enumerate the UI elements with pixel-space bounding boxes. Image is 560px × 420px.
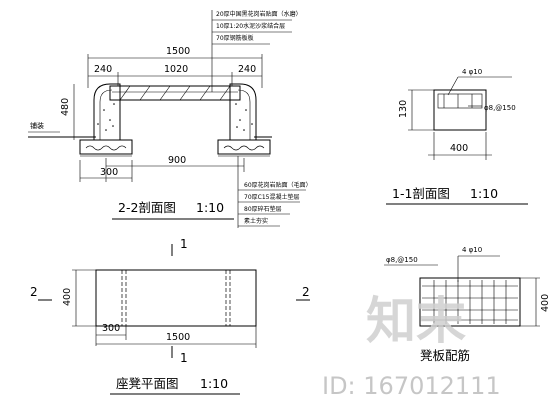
bench-plan: 1 1 2 2 400 300 1500 座凳平面图 1:10 [30, 237, 310, 395]
section11-label-right: φ8,@150 [484, 104, 516, 112]
section-marker-top: 1 [180, 237, 188, 251]
section-marker-right: 2 [302, 285, 310, 299]
section22-bottom-note-4: 素土夯实 [244, 217, 268, 225]
bench-leg-left [93, 83, 121, 141]
hatch [179, 85, 191, 101]
bench-top-slab [109, 85, 241, 101]
hatch [159, 85, 171, 101]
leg-inner-line [237, 89, 251, 140]
plan-title: 座凳平面图 [116, 376, 179, 391]
section11-label-top: 4 φ10 [462, 68, 482, 76]
section-1-1: 4 φ10 φ8,@150 130 400 1-1剖面图 1:10 [386, 68, 528, 205]
plan-scale: 1:10 [200, 376, 228, 391]
texture-dot [245, 109, 247, 111]
footing-right [217, 139, 271, 155]
dim-480: 480 [60, 98, 71, 116]
texture-dot [251, 123, 253, 125]
hatch [119, 85, 131, 101]
section22-bottom-note-2: 70厚C15混凝土垫层 [244, 193, 299, 201]
rebar-label-right: 4 φ10 [462, 246, 482, 254]
watermark-logo: 知末 [366, 291, 466, 350]
dim-400-plan: 400 [62, 288, 73, 306]
texture-dot [109, 119, 111, 121]
section-marker-left: 2 [30, 285, 38, 299]
texture-dot [103, 109, 105, 111]
dim-900: 900 [168, 155, 186, 166]
leg-left-texture [97, 103, 115, 131]
section11-title: 1-1剖面图 [392, 186, 450, 201]
rebar-plan: φ8,@150 4 φ10 400 凳板配筋 [384, 246, 551, 363]
rebar-grid [422, 280, 518, 324]
dim-130: 130 [398, 100, 409, 118]
footing-hatch [85, 145, 127, 151]
bench-plan-outline [95, 269, 257, 327]
dim-1500: 1500 [166, 46, 190, 57]
bench-leg-right [229, 83, 257, 141]
texture-dot [235, 103, 237, 105]
footing-hatch [223, 145, 265, 151]
dim-400: 400 [450, 143, 468, 154]
rebar-slab [419, 277, 521, 327]
label-ground: 铺装 [30, 121, 44, 130]
section22-title: 2-2剖面图 [118, 200, 176, 215]
section22-bottom-note-1: 60厚花岗岩贴面（毛面） [244, 181, 312, 189]
footing-left [79, 139, 133, 155]
texture-dot [113, 103, 115, 105]
section22-note-3: 70厚钢筋板板 [216, 34, 254, 42]
dim-1500-plan: 1500 [166, 332, 190, 343]
texture-dot [97, 123, 99, 125]
texture-dot [112, 125, 114, 127]
hatch [219, 85, 231, 101]
section-2-2: 20厚中国黑花岗岩贴面（水磨） 10厚1:20水泥沙浆结合层 70厚钢筋板板 1… [28, 10, 312, 228]
slab-inner [437, 93, 483, 109]
leader [447, 76, 459, 96]
section22-scale: 1:10 [196, 200, 224, 215]
dim-240-left: 240 [94, 64, 112, 75]
dim-240-right: 240 [238, 64, 256, 75]
texture-dot [105, 129, 107, 131]
hatch [199, 85, 211, 101]
slab-hatch [119, 85, 231, 101]
watermark: 知末 ID: 167012111 [322, 291, 501, 400]
leg-right-texture [235, 103, 253, 131]
rebar-title: 凳板配筋 [420, 348, 470, 363]
dim-300: 300 [100, 167, 118, 178]
section11-scale: 1:10 [470, 186, 498, 201]
dim-300-plan: 300 [102, 323, 120, 334]
texture-dot [243, 129, 245, 131]
leg-inner-line [99, 89, 113, 140]
section11-slab [433, 89, 487, 131]
section-marker-bottom: 1 [180, 351, 188, 365]
section22-bottom-note-3: 80厚碎石垫层 [244, 205, 282, 213]
rebar-label-left: φ8,@150 [386, 256, 418, 264]
texture-dot [236, 126, 238, 128]
texture-dot [239, 119, 241, 121]
section22-note-1: 20厚中国黑花岗岩贴面（水磨） [216, 10, 302, 18]
hatch [139, 85, 151, 101]
dim-400-rebar: 400 [540, 294, 551, 312]
dim-1020: 1020 [164, 64, 188, 75]
section22-note-2: 10厚1:20水泥沙浆结合层 [216, 22, 285, 30]
watermark-id: ID: 167012111 [322, 372, 501, 400]
